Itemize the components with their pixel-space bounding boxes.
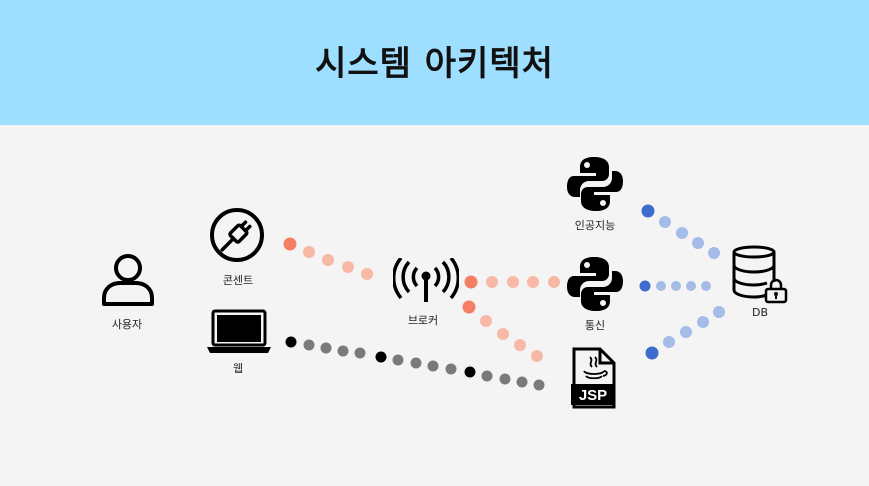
broker-jsp-connection	[462, 300, 543, 362]
jsp-label: JSP	[579, 387, 607, 404]
db-label: DB	[751, 306, 769, 319]
broker-comm-connection	[464, 275, 560, 289]
user-label: 사용자	[111, 318, 143, 331]
user-icon	[102, 254, 154, 306]
ai-db-connection	[641, 204, 720, 259]
web-jsp-connection	[285, 336, 545, 391]
laptop-icon	[207, 309, 271, 353]
database-icon	[732, 245, 776, 299]
comm-label: 통신	[584, 319, 606, 332]
jsp-db-connection	[645, 306, 725, 360]
page-title: 시스템 아키텍처	[315, 44, 554, 84]
comm-db-connection	[639, 280, 711, 292]
outlet-label: 콘센트	[222, 274, 254, 287]
python-icon	[567, 157, 623, 211]
lock-icon	[764, 278, 788, 304]
broker-label: 브로커	[407, 314, 439, 327]
ai-label: 인공지능	[574, 219, 616, 232]
outlet-broker-connection	[283, 237, 373, 280]
python-icon	[567, 257, 623, 311]
antenna-icon	[393, 258, 459, 302]
header-banner: 시스템 아키텍처	[0, 0, 869, 125]
jsp-file-icon: JSP	[571, 347, 616, 409]
web-label: 웹	[232, 362, 244, 375]
plug-icon	[210, 208, 264, 262]
